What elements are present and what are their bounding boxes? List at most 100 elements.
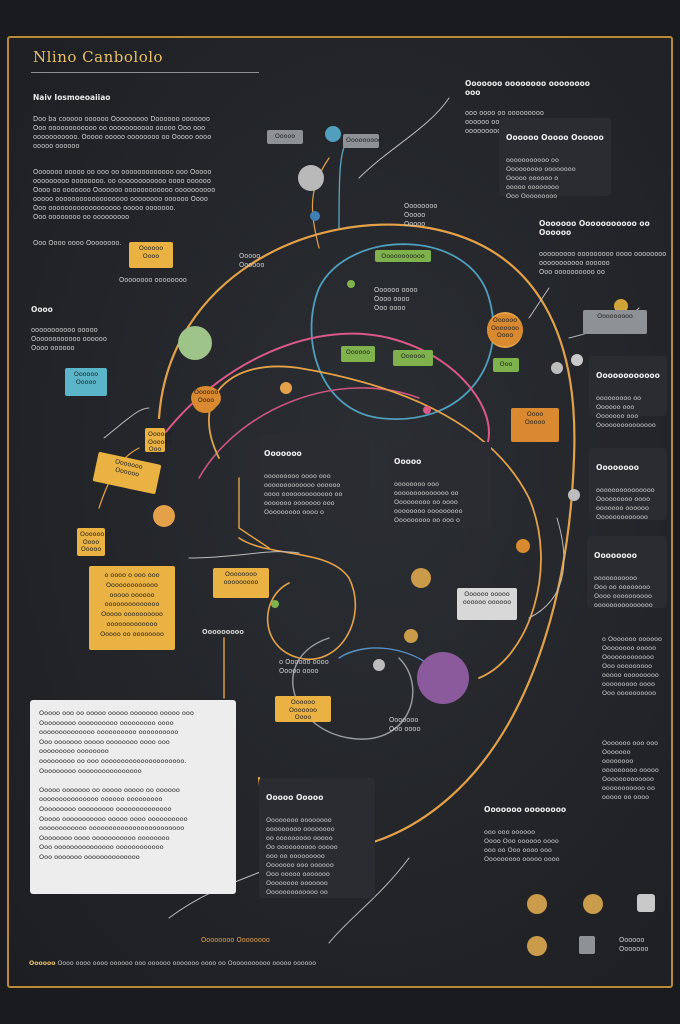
tag-gold-1: Oooooo Oooo [129,242,173,268]
node-gray-2 [568,489,580,501]
panel-bottom-2-heading: Ooooooo oooooooo [484,805,567,814]
intro-paragraph-3: Ooo Oooo oooo Oooooooo. [33,239,122,247]
panel-right-3: Oooooooo ooooooooooo Ooo oo oooooooo Ooo… [587,536,667,609]
curve-top [358,97,450,179]
tag-gray-2: Ooooooooo [343,134,382,148]
panel-right-1-text: ooooooooo oo Oooooo ooo Ooooooo ooo Oooo… [596,394,656,429]
tag-gray-1: Ooooo [267,130,303,144]
left-label-a-text: ooooooooooo ooooo Oooooooooooo oooooo Oo… [31,326,107,352]
connector-right [528,287,550,319]
connector-left-2 [103,407,150,439]
intro-paragraph-2: Ooooooo ooooo oo ooo oo ooooooooooooo oo… [33,168,216,221]
panel-right-2-text: ooooooooooooooo Ooooooooo oooo ooooooo o… [596,486,655,521]
footer-brand: Oooooo [29,960,56,967]
panel-right-3-text: ooooooooooo Ooo oo oooooooo Oooo ooooooo… [594,574,653,609]
notes-box: Ooooo ooo oo ooooo ooooo ooooooo ooooo o… [30,700,236,894]
emblem-4 [527,936,547,956]
tag-gold-4: Oooooooo ooooooooo [213,568,269,598]
panel-right-5: Ooooooo ooo ooo Ooooooo oooooooo ooooooo… [595,724,669,801]
panel-center-1-text: ooooooooo oooo ooo ooooooooooooo oooooo … [264,472,343,516]
node-orange-small [516,539,530,553]
right-header-note: Ooooooo Ooooooooooo oo Oooooo ooooooooo … [539,210,671,286]
tag-gray-3: Ooooooooo [583,310,647,334]
node-gold-swirl [153,505,175,527]
tag-light-1: Oooooo ooooo oooooo oooooo [457,588,517,620]
node-blue-small [310,211,320,221]
intro-paragraph-1: Doo ba cooooo oooooo Ooooooooo Doooooo o… [33,115,212,150]
emblem-1 [527,894,547,914]
title-divider [31,72,259,73]
tag-orange-2: Oooooo Oooo [191,386,221,410]
top-right-panel-heading: Oooooo Ooooo Oooooo [506,133,604,142]
tag-gold-6: Oooooo Oooooo Ooo [145,428,172,453]
node-green-circle [178,326,212,360]
emblem-5 [579,936,595,954]
spiral-loop [208,365,542,679]
top-right-panel-text: ooooooooooo oo Ooooooooo oooooooo Ooooo … [506,156,576,200]
tag-green-1: Ooooooooooo [375,250,431,262]
small-label-6: Ooooooo Ooo oooo [389,716,421,733]
top-right-panel: Oooooo Ooooo Oooooo ooooooooooo oo Ooooo… [499,118,611,200]
panel-bottom-1-text: Oooooooo oooooooo ooooooooo oooooooo oo … [266,816,338,896]
panel-right-2: Oooooooo ooooooooooooooo Ooooooooo oooo … [589,448,667,521]
node-pink-small [423,406,431,414]
poster-frame: Nlino Canbololo [7,36,673,988]
panel-right-1-heading: Oooooooooooo [596,371,660,380]
small-label-1: Ooooo Oooooo [239,252,265,269]
footer: Oooooo Oooo oooo oooo oooooo ooo oooooo … [29,960,316,967]
tag-green-2: Oooooo [341,346,375,362]
node-purple [417,652,469,704]
spiral-loop-2 [238,537,357,661]
intro-section: Naiv Iosmoeoaiiao Doo ba cooooo oooooo O… [33,84,258,257]
tag-orange-3: Oooooo Ooooooo Oooo [487,314,523,346]
panel-bottom-1: Ooooo Ooooo Oooooooo oooooooo ooooooooo … [259,778,375,898]
connector-lower [328,857,410,944]
left-label-b: Oooooooo oooooooo [119,276,187,284]
panel-right-3-heading: Oooooooo [594,551,637,560]
curve-gray [292,637,414,740]
panel-center-1-heading: Ooooooo [264,449,302,458]
tag-green-3: Oooooo [393,350,433,366]
small-label-2: Oooooooo Ooooo Ooooo [404,202,438,228]
node-gold-left [280,382,292,394]
panel-right-5-text: Ooooooo ooo ooo Ooooooo oooooooo ooooooo… [602,739,659,801]
connector-mid [188,551,300,559]
node-gray-4 [373,659,385,671]
poster-title: Nlino Canbololo [33,48,164,66]
node-moon [298,165,324,191]
right-header-heading: Ooooooo Ooooooooooo oo Oooooo [539,219,650,237]
panel-center-2: Ooooo oooooooo ooo oooooooooooooo oo Ooo… [387,442,491,528]
orbit-inner-teal [310,243,495,420]
tag-orange-1: Oooo Ooooo [511,408,559,442]
small-label-7: Oooooooo Oooooooo [201,936,270,944]
emblem-2 [583,894,603,914]
node-gold-2 [411,568,431,588]
small-label-5: o Oooooo oooo Ooooo oooo [279,658,329,675]
panel-center-2-text: oooooooo ooo oooooooooooooo oo Ooooooooo… [394,480,463,524]
connector-left [238,477,270,549]
panel-right-1: Oooooooooooo ooooooooo oo Oooooo ooo Ooo… [589,356,667,429]
intro-heading: Naiv Iosmoeoaiiao [33,93,111,102]
emblem-3 [637,894,655,912]
curve-vertical [338,137,350,229]
panel-right-4: o Ooooooo oooooo Oooooooo ooooo Oooooooo… [595,620,669,700]
right-header-text: ooooooooo ooooooooo oooo oooooooo oooooo… [539,250,667,276]
orbit-outer [157,223,576,850]
node-gray-3 [571,354,583,366]
panel-right-4-text: o Ooooooo oooooo Oooooooo ooooo Oooooooo… [602,635,662,697]
node-dark-right [614,299,628,313]
node-gold-3 [404,629,418,643]
gold-summary-box: o oooo o ooo ooo Ooooooooooooo ooooo ooo… [89,566,175,650]
small-label-8: Oooooo Ooooooo [619,936,649,953]
panel-center-2-heading: Ooooo [394,457,422,466]
tag-green-4: Ooo [493,358,519,372]
footer-text: Oooo oooo oooo oooooo ooo oooooo ooooooo… [57,960,316,967]
top-right-heading: Ooooooo oooooooo oooooooo ooo [465,79,590,97]
panel-bottom-2-text: ooo ooo oooooo Oooo Ooo oooooo oooo ooo … [484,828,560,863]
tag-gold-2: Oooooo Oooo Ooooo [77,528,105,556]
node-green-small [271,600,279,608]
connector-br [528,517,565,619]
curve-top-2 [311,157,330,249]
left-label-a: Oooo ooooooooooo ooooo Oooooooooooo oooo… [31,296,141,362]
tag-teal-1: Oooooo Ooooo [65,368,107,396]
